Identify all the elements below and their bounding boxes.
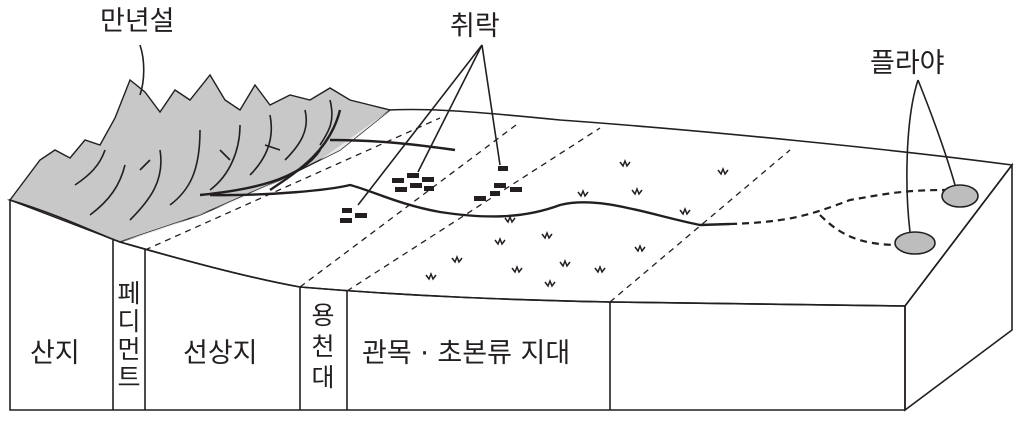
settlement-icons	[340, 166, 522, 223]
zone-alluvial-fan: 선상지	[183, 338, 258, 369]
svg-text:페: 페	[117, 279, 140, 308]
mountains	[8, 73, 392, 243]
svg-text:먼: 먼	[117, 335, 140, 364]
label-playa: 플라야	[870, 48, 945, 79]
grass-tufts	[425, 158, 729, 288]
zone-dividers	[112, 240, 611, 410]
svg-text:용: 용	[311, 301, 334, 330]
svg-text:대: 대	[311, 363, 334, 392]
label-settlement: 취락	[450, 11, 500, 42]
side-face	[904, 162, 1013, 412]
playa-lake	[941, 184, 979, 208]
leader-lines	[139, 44, 956, 233]
zone-pediment: 페 디 먼 트	[117, 279, 140, 392]
playa-lake	[894, 231, 936, 255]
zone-spring-line: 용 천 대	[311, 301, 334, 392]
zone-mountain: 산지	[30, 338, 80, 369]
river	[199, 109, 731, 227]
label-glacier: 만년설	[100, 6, 175, 37]
front-face	[9, 198, 906, 411]
svg-text:트: 트	[117, 363, 140, 392]
zone-shrub-grass: 관목 · 초본류 지대	[362, 338, 570, 369]
svg-text:디: 디	[117, 307, 140, 336]
svg-text:천: 천	[311, 332, 334, 361]
